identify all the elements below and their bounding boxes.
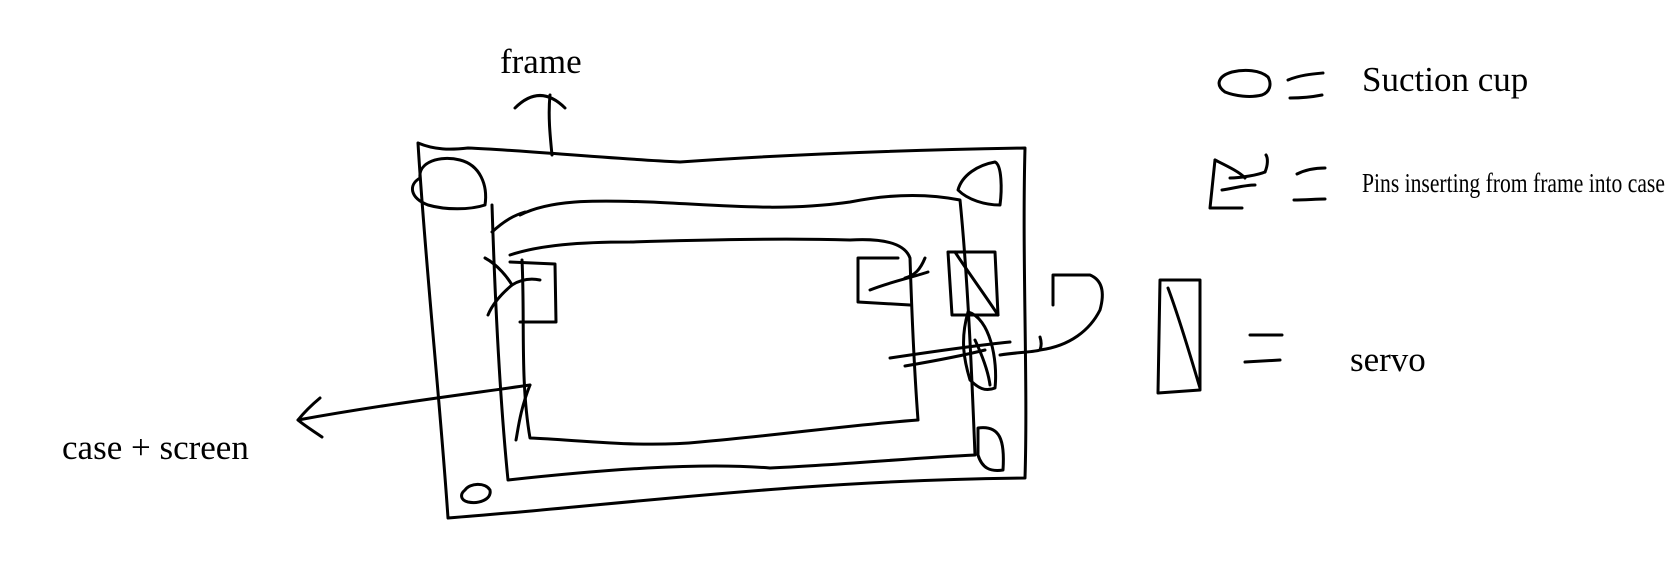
servo-label: servo: [1350, 342, 1426, 377]
pin-legend-dash: [1294, 168, 1325, 200]
outer-frame: [418, 143, 1026, 518]
frame-up-arrow: [515, 95, 565, 155]
suction-cup-bottom-left: [462, 484, 491, 502]
suction-cup-label: Suction cup: [1362, 62, 1528, 97]
pin-icon: [1210, 155, 1267, 208]
suction-cup-bottom-right: [978, 428, 1003, 471]
case-screen-label: case + screen: [62, 430, 249, 465]
case-screen-pointer: [298, 385, 530, 440]
suction-cup-top-right: [958, 162, 1001, 205]
servo-icon: [1158, 280, 1200, 393]
pins-label: Pins inserting from frame into case: [1362, 170, 1665, 197]
pin-right: [858, 258, 928, 305]
suction-cup-icon: [1219, 70, 1270, 96]
frame-label: frame: [500, 44, 582, 79]
suction-cup-legend-dash: [1288, 73, 1323, 98]
servo-legend-dash: [1245, 335, 1282, 362]
